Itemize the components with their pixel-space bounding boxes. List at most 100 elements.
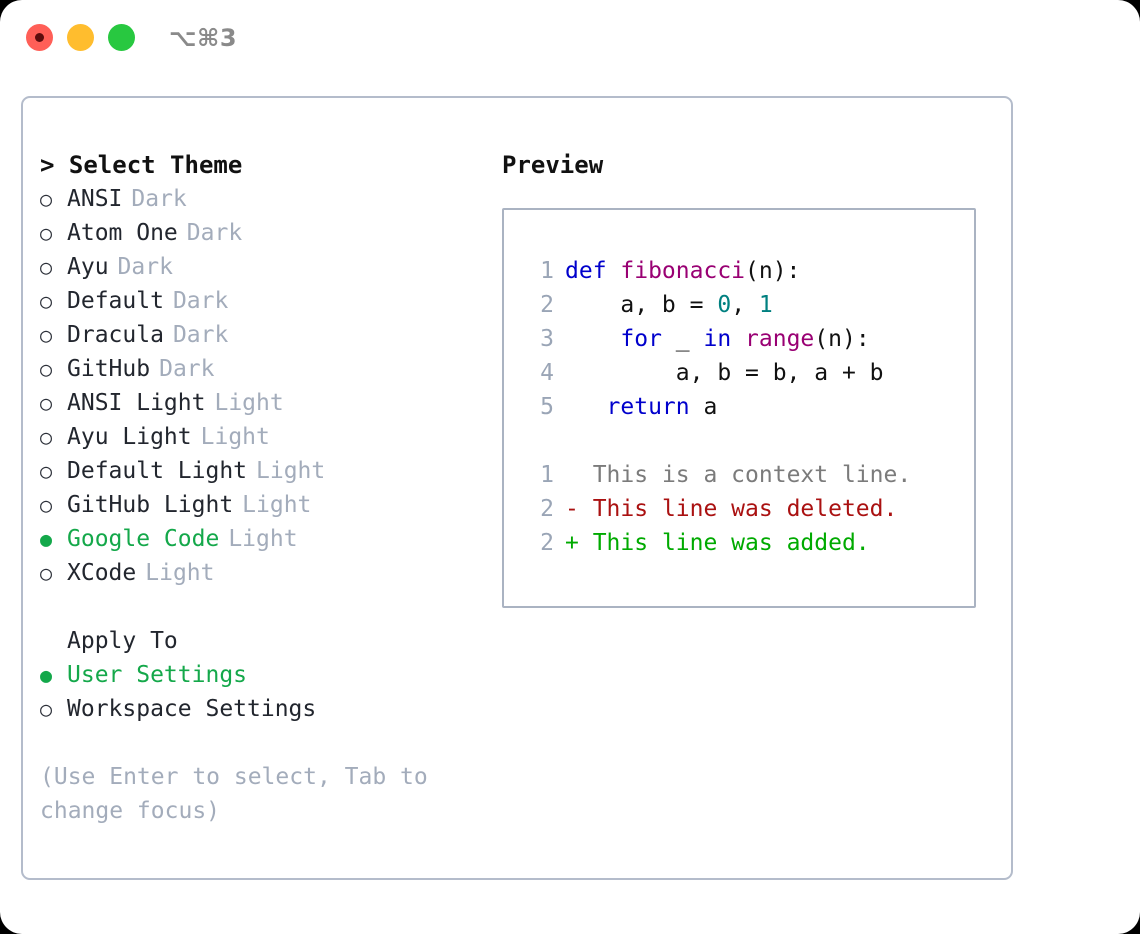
theme-variant-badge: Dark bbox=[131, 186, 187, 212]
radio-empty-icon: ○ bbox=[40, 391, 53, 415]
theme-option-xcode[interactable]: ○ XCode Light bbox=[40, 556, 480, 590]
radio-empty-icon: ○ bbox=[40, 493, 53, 517]
theme-option-label: GitHub Light bbox=[67, 492, 234, 518]
line-number: 2 bbox=[540, 292, 554, 318]
theme-variant-badge: Dark bbox=[186, 220, 243, 246]
code-token-pl: a, b = b, a + b bbox=[565, 360, 884, 386]
diff-line-del: 2- This line was deleted. bbox=[504, 492, 974, 526]
radio-selected-icon: ● bbox=[40, 663, 53, 687]
theme-option-ansi-light[interactable]: ○ ANSI Light Light bbox=[40, 386, 480, 420]
diff-sample: 1 This is a context line.2- This line wa… bbox=[504, 458, 974, 560]
code-diff-spacer bbox=[504, 424, 974, 458]
theme-option-default-light[interactable]: ○ Default Light Light bbox=[40, 454, 480, 488]
code-line: 5 return a bbox=[504, 390, 974, 424]
apply-to-option-workspace-settings[interactable]: ○Workspace Settings bbox=[40, 692, 480, 726]
code-line-content: return a bbox=[565, 390, 718, 424]
theme-option-ayu-light[interactable]: ○ Ayu Light Light bbox=[40, 420, 480, 454]
radio-empty-icon: ○ bbox=[40, 425, 53, 449]
code-line: 2 a, b = 0, 1 bbox=[504, 288, 974, 322]
theme-option-label: Default bbox=[67, 288, 164, 314]
code-token-pl: a, b = bbox=[565, 292, 718, 318]
theme-variant-badge: Light bbox=[200, 424, 270, 450]
radio-empty-icon: ○ bbox=[40, 289, 53, 313]
theme-variant-badge: Light bbox=[214, 390, 284, 416]
radio-empty-icon: ○ bbox=[40, 697, 53, 721]
code-token-fn: range bbox=[745, 326, 815, 352]
apply-to-option-list[interactable]: ● User Settings ○Workspace Settings bbox=[40, 658, 480, 726]
theme-variant-badge: Light bbox=[228, 526, 298, 552]
code-line-content: for _ in range(n): bbox=[565, 322, 869, 356]
line-number: 1 bbox=[540, 462, 554, 488]
theme-option-atom-one[interactable]: ○ Atom One Dark bbox=[40, 216, 480, 250]
close-button[interactable] bbox=[26, 24, 53, 51]
theme-option-default[interactable]: ○ Default Dark bbox=[40, 284, 480, 318]
minimize-button[interactable] bbox=[67, 24, 94, 51]
select-theme-heading: > Select Theme bbox=[40, 151, 243, 179]
code-line-content: a, b = b, a + b bbox=[565, 356, 884, 390]
theme-option-label: Dracula bbox=[67, 322, 164, 348]
maximize-button[interactable] bbox=[108, 24, 135, 51]
theme-option-label: Google Code bbox=[67, 526, 220, 552]
radio-empty-icon: ○ bbox=[40, 221, 53, 245]
theme-variant-badge: Light bbox=[145, 560, 215, 586]
theme-option-github[interactable]: ○ GitHub Dark bbox=[40, 352, 480, 386]
diff-line-add: 2 + This line was added. bbox=[504, 526, 974, 560]
radio-empty-icon: ○ bbox=[40, 357, 53, 381]
code-token-pl bbox=[565, 326, 620, 352]
theme-option-label: Atom One bbox=[67, 220, 178, 246]
code-token-kw: in bbox=[703, 326, 732, 352]
radio-empty-icon: ○ bbox=[40, 187, 53, 211]
line-number: 4 bbox=[540, 360, 554, 386]
diff-line-content: This is a context line. bbox=[578, 462, 912, 488]
theme-option-label: Ayu Light bbox=[67, 424, 192, 450]
keyboard-hint-text: (Use Enter to select, Tab to change focu… bbox=[40, 764, 428, 824]
apply-to-option-user-settings[interactable]: ● User Settings bbox=[40, 658, 480, 692]
keyboard-shortcut-label: ⌥⌘3 bbox=[169, 24, 238, 52]
code-line: 3 for _ in range(n): bbox=[504, 322, 974, 356]
diff-marker-ctx bbox=[565, 458, 579, 492]
code-token-num: 1 bbox=[758, 292, 773, 318]
line-number: 2 bbox=[540, 496, 554, 522]
diff-line-content: This line was added. bbox=[578, 530, 870, 556]
code-token-kw: def bbox=[565, 258, 621, 284]
code-line-content: a, b = 0, 1 bbox=[565, 288, 773, 322]
code-token-fn: fibonacci bbox=[620, 258, 746, 284]
code-line: 4 a, b = b, a + b bbox=[504, 356, 974, 390]
theme-option-label: ANSI Light bbox=[67, 390, 206, 416]
code-token-pl bbox=[565, 394, 607, 420]
code-token-kw: return bbox=[606, 394, 690, 420]
preview-heading: Preview bbox=[502, 151, 604, 179]
apply-to-heading: Apply To bbox=[67, 628, 178, 654]
theme-variant-badge: Dark bbox=[159, 356, 215, 382]
theme-variant-badge: Light bbox=[256, 458, 326, 484]
diff-line-ctx: 1 This is a context line. bbox=[504, 458, 974, 492]
theme-option-label: Default Light bbox=[67, 458, 248, 484]
theme-option-label: Ayu bbox=[67, 254, 109, 280]
radio-empty-icon: ○ bbox=[40, 561, 53, 585]
theme-variant-badge: Dark bbox=[172, 288, 229, 314]
code-token-kw: for bbox=[620, 326, 662, 352]
apply-to-option-label: User Settings bbox=[67, 662, 248, 688]
code-token-num: 0 bbox=[717, 292, 732, 318]
diff-marker-add: + bbox=[565, 530, 579, 556]
line-number: 2 bbox=[540, 530, 554, 556]
radio-empty-icon: ○ bbox=[40, 459, 53, 483]
title-bar: ⌥⌘3 bbox=[0, 0, 1140, 78]
radio-empty-icon: ○ bbox=[40, 255, 53, 279]
theme-option-label: XCode bbox=[67, 560, 137, 586]
theme-option-label: GitHub bbox=[67, 356, 151, 382]
diff-line-content: This line was deleted. bbox=[578, 496, 898, 522]
